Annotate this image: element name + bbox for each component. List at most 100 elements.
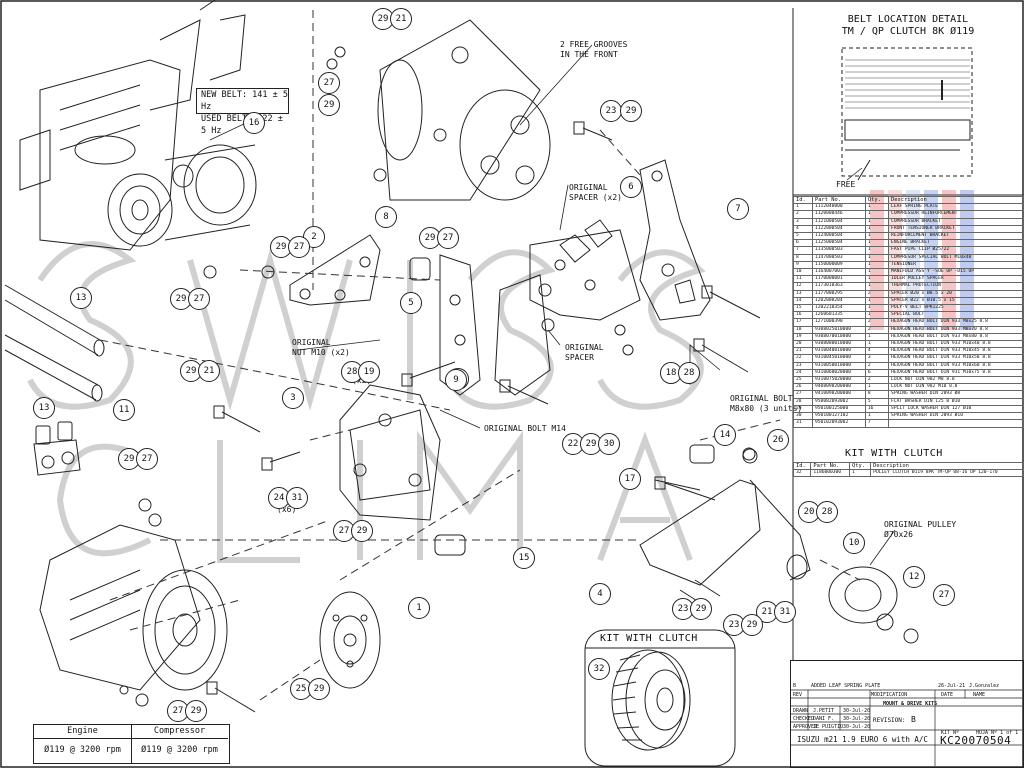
part-qty: 1 bbox=[864, 217, 890, 226]
part-description: IDLER PULLEY SPACER bbox=[888, 275, 1024, 284]
part-qty: 4 bbox=[864, 347, 890, 356]
part-number: 950102093002 bbox=[812, 419, 866, 428]
part-description: SPECIAL BOLT bbox=[888, 311, 1024, 320]
callout-balloon: 10 bbox=[843, 532, 865, 554]
callout-balloon: 12 bbox=[903, 566, 925, 588]
part-number: 1150000009 bbox=[812, 260, 866, 270]
part-id: 19 bbox=[792, 332, 814, 342]
part-qty: 1 bbox=[864, 232, 890, 241]
part-description: SPACER Ø20 x Ø8.5 x 20 bbox=[888, 289, 1024, 298]
part-id: 6 bbox=[792, 239, 814, 248]
drawn-label: DRAWN bbox=[793, 708, 809, 714]
part-qty: 1 bbox=[864, 210, 890, 219]
compressor-top bbox=[373, 19, 551, 201]
part-id: 1 bbox=[792, 203, 814, 212]
part-id: 10 bbox=[792, 268, 814, 277]
callout-balloon: 30 bbox=[598, 433, 620, 455]
checked-date: 30-Jul-20 bbox=[843, 716, 871, 722]
part-number: 9310040010000 bbox=[812, 347, 866, 356]
part-number: 9410098200000 bbox=[812, 390, 866, 399]
belt-detail-drawing bbox=[841, 47, 973, 181]
part-number: 1260601335 bbox=[812, 311, 866, 320]
part-description: ENGINE BRACKET bbox=[888, 239, 1024, 248]
part-number: 1135000503 bbox=[812, 246, 866, 255]
part-id: 16 bbox=[792, 311, 814, 320]
checked-by: DANI F. bbox=[813, 716, 835, 722]
approved-date: 30-Jul-20 bbox=[843, 724, 871, 730]
kit-description: PULLEY CLUTCH Ø119 8PK TM-QP 08-16 UP 12… bbox=[870, 469, 1024, 478]
part-qty: 5 bbox=[864, 397, 890, 406]
kit-no-label: KIT Nº bbox=[941, 730, 960, 736]
bracket-3 bbox=[339, 384, 441, 521]
part-description: FLAT WASHER DIN 125 B Ø10 bbox=[888, 397, 1024, 406]
new-belt-frequency: NEW BELT: 141 ± 5 Hz bbox=[201, 90, 288, 112]
part-number: 9310060020000 bbox=[812, 368, 866, 378]
part-number: 950082093002 bbox=[812, 397, 866, 406]
part-qty: 1 bbox=[864, 412, 890, 421]
part-description: TENSIONER bbox=[888, 260, 1024, 270]
leader-lines bbox=[209, 44, 896, 566]
callout-balloon: 29 bbox=[620, 100, 642, 122]
part-description: SPACER Ø22 x Ø10.5 x 15 bbox=[888, 296, 1024, 306]
part-qty: 16 bbox=[864, 404, 890, 414]
leaf-spring-plate bbox=[319, 591, 381, 689]
callout-balloon: 17 bbox=[619, 468, 641, 490]
part-qty: 1 bbox=[864, 332, 890, 342]
header-part-no: Part No. bbox=[812, 195, 866, 205]
spec-engine-header: Engine bbox=[34, 725, 131, 739]
kit-table-title: KIT WITH CLUTCH bbox=[845, 448, 943, 459]
revision-label: REVISION: bbox=[873, 717, 906, 724]
kit-id: 32 bbox=[792, 469, 812, 478]
rev-by: J.Gonzalez bbox=[969, 683, 1000, 689]
pulley-spec-table: Engine Ø119 @ 3200 rpm Compressor Ø119 @… bbox=[33, 724, 230, 764]
kit-with-clutch-label: KIT WITH CLUTCH bbox=[600, 633, 698, 644]
part-description: COMPRESSOR REINFORCEMENT bbox=[888, 210, 1024, 219]
clutch-pulley bbox=[611, 649, 691, 751]
part-number: 9310050010000 bbox=[812, 361, 866, 370]
kit-table-row: 32 1186000300 1 PULLEY CLUTCH Ø119 8PK T… bbox=[792, 469, 1024, 478]
parts-table-header: Id. Part No. Qty. Description bbox=[792, 195, 1024, 205]
callout-balloon: 29 bbox=[308, 678, 330, 700]
part-description: MANIFOLD ASS'Y -SUE UP -D15 UP bbox=[888, 268, 1024, 277]
kit-part-no: 1186000300 bbox=[810, 469, 850, 478]
part-id: 31 bbox=[792, 419, 814, 428]
part-qty: 1 bbox=[864, 311, 890, 320]
part-number: 950100127102 bbox=[812, 412, 866, 421]
part-number: 9408098200000 bbox=[812, 383, 866, 392]
approved-label: APPROVED bbox=[793, 724, 818, 730]
pipe-assembly bbox=[4, 284, 105, 402]
part-id: 24 bbox=[792, 368, 814, 378]
callout-balloon: 27 bbox=[437, 227, 459, 249]
callout-balloon: 27 bbox=[318, 72, 340, 94]
bracket-5 bbox=[439, 254, 481, 396]
title-block: B ADDED LEAF SPRING PLATE 26-Jul-21 J.Go… bbox=[790, 660, 1024, 768]
part-id: 30 bbox=[792, 412, 814, 421]
part-description bbox=[888, 419, 1024, 428]
part-qty: 2 bbox=[864, 376, 890, 385]
part-id: 13 bbox=[792, 289, 814, 298]
part-id: 5 bbox=[792, 232, 814, 241]
bracket-6 bbox=[529, 229, 641, 321]
part-description: SPRING WASHER DIN 2093 Ø8 bbox=[888, 390, 1024, 399]
annotation-original-nut: ORIGINAL NUT M10 (x2) bbox=[292, 338, 350, 357]
callout-balloon: 13 bbox=[70, 287, 92, 309]
part-qty: 1 bbox=[864, 239, 890, 248]
checked-label: CHECKED bbox=[793, 716, 815, 722]
part-number: 1122000504 bbox=[812, 224, 866, 234]
part-qty: 1 bbox=[864, 275, 890, 284]
callout-balloon: 29 bbox=[318, 94, 340, 116]
callout-balloon: 8 bbox=[375, 206, 397, 228]
spec-compressor-value: Ø119 @ 3200 rpm bbox=[141, 745, 218, 755]
belt-detail-title-line2: TM / QP CLUTCH 8K Ø119 bbox=[841, 26, 975, 37]
part-id: 18 bbox=[792, 325, 814, 334]
callout-balloon: 1 bbox=[408, 597, 430, 619]
part-description: LEAF SPRING PLATE bbox=[888, 203, 1024, 212]
rev-date: 26-Jul-21 bbox=[938, 683, 966, 689]
kit-qty: 1 bbox=[848, 469, 872, 478]
